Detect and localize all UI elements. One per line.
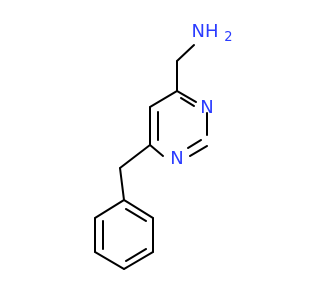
bond-ph-1-2 xyxy=(123,199,154,219)
bond-c5-c4 xyxy=(149,90,178,108)
bond-c4-n3 xyxy=(176,90,197,103)
bond-n1-c6 xyxy=(149,144,164,157)
bond-ph-3-4 xyxy=(123,251,154,270)
bond-ch2-phenyl xyxy=(119,167,125,201)
ring-nitrogen-top: N xyxy=(200,97,213,118)
atom-labels: NH 2 N N xyxy=(170,21,232,169)
ring-nitrogen-bottom: N xyxy=(170,148,183,169)
bond-ph-inner-1 xyxy=(125,208,147,222)
bond-c2-n1-double xyxy=(187,139,202,149)
bond-ph-inner-2 xyxy=(125,248,147,262)
amine-main-text: NH xyxy=(191,21,218,42)
molecule-canvas: NH 2 N N xyxy=(94,21,233,270)
bond-c6-ch2 xyxy=(119,144,151,169)
bond-c4-n3-double xyxy=(180,97,195,107)
bond-ph-4-5 xyxy=(94,251,125,270)
bond-ph-6-1 xyxy=(94,199,125,219)
bond-c2-n1 xyxy=(189,145,208,157)
amine-subscript-text: 2 xyxy=(224,30,232,45)
bond-ch2-n xyxy=(176,44,195,62)
atom-amine-label: NH 2 xyxy=(191,21,232,45)
structure-diagram: NH 2 N N xyxy=(94,21,233,270)
bond-group xyxy=(94,44,208,270)
